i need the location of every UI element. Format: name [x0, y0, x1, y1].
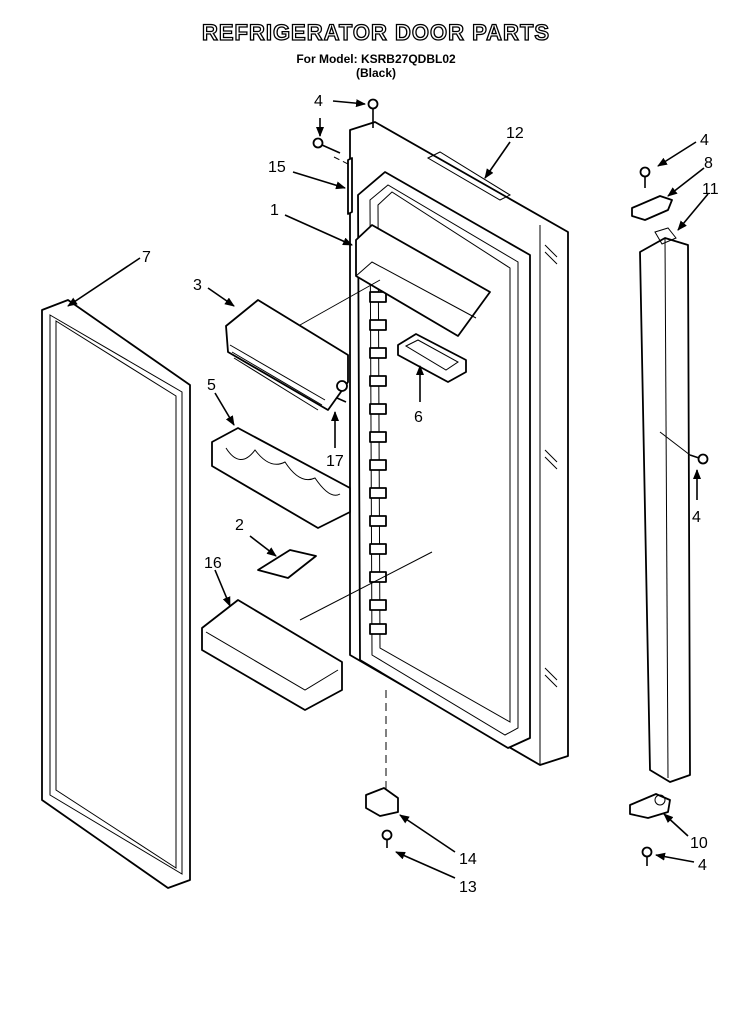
door-top-compartment [355, 224, 491, 337]
alignment-lines [299, 156, 691, 790]
callout-4-right-top: 4 [700, 132, 709, 149]
top-hinge [631, 195, 673, 221]
callout-8: 8 [704, 155, 713, 172]
callout-4-right-bottom: 4 [698, 857, 707, 874]
callout-10: 10 [690, 835, 708, 852]
callout-3: 3 [193, 277, 202, 294]
handle-bottom-bracket [629, 793, 671, 819]
callout-4-top: 4 [314, 93, 323, 110]
door-handle [639, 227, 691, 783]
callout-5: 5 [207, 377, 216, 394]
callout-16: 16 [204, 555, 222, 572]
callout-13: 13 [459, 879, 477, 896]
callout-17: 17 [326, 453, 344, 470]
fasteners [312, 98, 709, 866]
bottom-hinge-bracket [365, 787, 399, 817]
callout-12: 12 [506, 125, 524, 142]
diagram-title: REFRIGERATOR DOOR PARTS [201, 19, 551, 45]
callout-1: 1 [270, 202, 279, 219]
callout-2: 2 [235, 517, 244, 534]
shelf-clip [257, 549, 317, 579]
dispenser-housing [225, 299, 349, 411]
color-note: (Black) [355, 66, 396, 80]
callout-6: 6 [414, 409, 423, 426]
leader-arrows [67, 99, 709, 879]
callout-11: 11 [702, 181, 719, 198]
door-gasket [41, 299, 191, 889]
liner-shelf-stubs [369, 291, 387, 635]
door-bin [201, 599, 343, 711]
callout-14: 14 [459, 851, 477, 868]
bottle-rack [211, 427, 351, 529]
butter-tray [397, 333, 467, 383]
callout-4-right-middle: 4 [692, 509, 701, 526]
callout-7: 7 [142, 249, 151, 266]
callout-labels: 4 12 15 1 7 3 5 6 17 2 16 14 13 4 8 11 4… [142, 93, 719, 896]
model-subtitle: For Model: KSRB27QDBL02 [296, 52, 456, 66]
callout-15: 15 [268, 159, 286, 176]
